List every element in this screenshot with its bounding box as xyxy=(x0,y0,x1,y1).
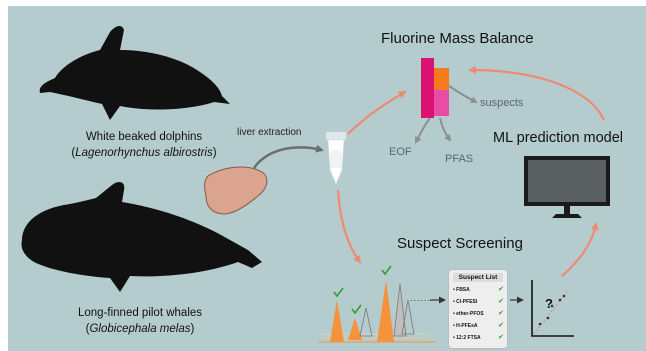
check-icon: ✔ xyxy=(498,308,504,320)
suspect-name: • ether-PFOS xyxy=(453,308,484,320)
dolphin-latin-name-text: Lagenorhynchus albirostris xyxy=(75,147,212,159)
regression-point-2 xyxy=(547,317,550,320)
suspect-name: • 12:2 FTSA xyxy=(453,332,481,344)
check-icon: ✔ xyxy=(498,320,504,332)
suspect-list-title: Suspect List xyxy=(453,273,503,282)
suspect-list-item: • H-PFEsA ✔ xyxy=(453,320,504,332)
suspects-bar xyxy=(434,68,449,90)
whale-latin-name: (Globicephala melas) xyxy=(60,323,220,336)
regression-point-5 xyxy=(563,295,566,298)
suspect-list-item: • 12:2 FTSA ✔ xyxy=(453,332,504,344)
suspect-name: • FBSA xyxy=(453,284,470,296)
dolphin-common-name: White beaked dolphins xyxy=(56,131,232,144)
eof-bar xyxy=(421,58,434,118)
regression-point-4 xyxy=(559,299,562,302)
question-mark-label: ? xyxy=(545,297,553,311)
suspects-label: suspects xyxy=(480,97,523,109)
suspect-list-item: • FBSA ✔ xyxy=(453,284,504,296)
whale-common-name: Long-finned pilot whales xyxy=(48,307,232,320)
ellipsis-label: ...... xyxy=(410,294,431,304)
check-icon: ✔ xyxy=(498,296,504,308)
check-icon: ✔ xyxy=(498,332,504,344)
suspect-name: • H-PFEsA xyxy=(453,320,478,332)
suspect-list-items: • FBSA✔• Cl-PFESI✔• ether-PFOS✔• H-PFEsA… xyxy=(449,284,507,344)
pfas-bar xyxy=(434,90,449,116)
liver-extraction-label: liver extraction xyxy=(237,127,301,138)
dolphin-latin-name: (Lagenorhynchus albirostris) xyxy=(46,147,242,160)
eof-label: EOF xyxy=(389,146,412,158)
whale-latin-name-text: Globicephala melas xyxy=(89,323,190,335)
check-icon: ✔ xyxy=(498,284,504,296)
suspect-screening-title: Suspect Screening xyxy=(397,236,523,253)
regression-point-1 xyxy=(539,323,542,326)
suspect-list-item: • Cl-PFESI ✔ xyxy=(453,296,504,308)
fluorine-mass-balance-title: Fluorine Mass Balance xyxy=(381,31,534,48)
pfas-label: PFAS xyxy=(445,153,473,165)
ml-model-title: ML prediction model xyxy=(493,131,623,147)
suspect-name: • Cl-PFESI xyxy=(453,296,477,308)
suspect-list-card: Suspect List • FBSA✔• Cl-PFESI✔• ether-P… xyxy=(449,270,507,348)
suspect-list-item: • ether-PFOS ✔ xyxy=(453,308,504,320)
